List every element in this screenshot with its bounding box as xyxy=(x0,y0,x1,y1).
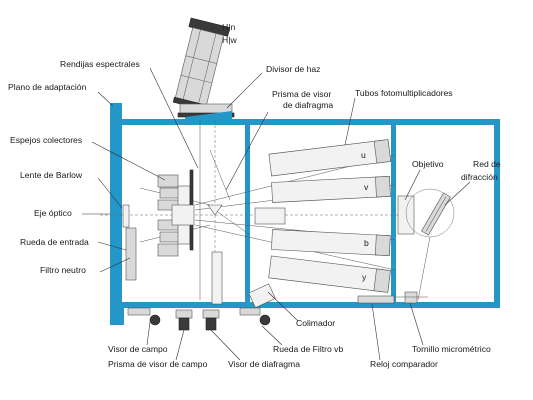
adaptation-plane-label: Plano de adaptación xyxy=(8,82,87,92)
collimator-label: Colimador xyxy=(296,318,335,328)
hbeta-wide-label: H|w xyxy=(222,35,237,45)
spectrograph-section xyxy=(357,188,455,304)
hbeta-narrow-label: H|n xyxy=(222,22,235,32)
left-mount-plate xyxy=(110,103,122,325)
field-viewer-label: Visor de campo xyxy=(108,344,168,354)
pmt-cap-y xyxy=(373,268,391,293)
entrance-wheel-label: Rueda de entrada xyxy=(20,237,89,247)
housing-bottom-wall xyxy=(121,302,500,308)
grating-arm xyxy=(417,236,431,301)
dial-gauge-label: Reloj comparador xyxy=(370,359,438,369)
housing-divider-1 xyxy=(245,119,250,308)
collector-mirror-6 xyxy=(157,243,179,257)
diaphragm-viewer-label: Visor de diafragma xyxy=(228,359,300,369)
entrance-optics xyxy=(122,149,231,305)
diaphragm-viewer-mount xyxy=(202,309,220,319)
field-prism-mount xyxy=(175,309,193,319)
pmt-cap-u xyxy=(373,139,392,164)
channel-label-b: b xyxy=(364,238,369,248)
pmt-tube-b xyxy=(271,229,391,256)
dial-gauge xyxy=(357,295,395,304)
channel-label-v: v xyxy=(364,182,369,192)
field-viewer-knob[interactable] xyxy=(149,314,161,326)
diaphragm-prism xyxy=(207,204,223,216)
micrometer-screw-body xyxy=(404,291,418,304)
collimator-lens xyxy=(254,207,286,225)
pmt-cap-v xyxy=(375,176,391,198)
pmt-tube-y xyxy=(268,255,391,293)
hbeta-tube xyxy=(172,17,235,121)
photomultiplier-tubes: u v b y xyxy=(254,139,392,293)
diaphragm-viewer-tube xyxy=(211,251,223,305)
beam-splitter-label: Divisor de haz xyxy=(266,64,320,74)
grating-label-2: difracción xyxy=(461,172,498,182)
slit-block xyxy=(171,204,195,226)
housing-foot xyxy=(110,308,124,325)
filter-wheel-label: Rueda de Filtro vb xyxy=(273,344,343,354)
pmt-tube-v xyxy=(271,176,391,203)
photomultipliers-label: Tubos fotomultiplicadores xyxy=(355,88,453,98)
channel-label-y: y xyxy=(362,272,367,282)
tube-body xyxy=(174,27,225,106)
instrument-housing xyxy=(110,103,500,325)
filter-wheel-knob[interactable] xyxy=(259,314,271,326)
pmt-cap-b xyxy=(374,234,391,256)
filter-wheel-base xyxy=(239,307,261,316)
field-viewer-eyepiece[interactable] xyxy=(178,317,190,331)
optical-axis-label: Eje óptico xyxy=(34,208,72,218)
entrance-wheel xyxy=(125,227,137,281)
diaphragm-viewer-eyepiece[interactable] xyxy=(205,317,217,331)
spectral-slits-label: Rendijas espectrales xyxy=(60,59,140,69)
beam-splitter-plate xyxy=(185,111,232,121)
neutral-filter-label: Filtro neutro xyxy=(40,265,86,275)
bottom-controls xyxy=(127,283,276,331)
barlow-lens-label: Lente de Barlow xyxy=(20,170,83,180)
diaphragm-prism-line xyxy=(209,149,231,201)
collimator-body xyxy=(248,283,276,309)
field-viewer-base xyxy=(127,307,151,316)
field-prism-label: Prisma de visor de campo xyxy=(108,359,208,369)
labels: H|n H|w Rendijas espectrales Divisor de … xyxy=(8,22,501,369)
channel-label-u: u xyxy=(361,150,366,160)
diaphragm-prism-label-2: de diafragma xyxy=(283,100,333,110)
housing-divider-2 xyxy=(391,119,396,308)
micrometer-screw-label: Tornillo micrométrico xyxy=(412,344,491,354)
objective-label: Objetivo xyxy=(412,159,444,169)
collector-mirrors-label: Espejos colectores xyxy=(10,135,82,145)
collector-mirror-1 xyxy=(157,174,179,188)
pmt-tube-u xyxy=(268,139,392,177)
barlow-lens xyxy=(122,204,130,228)
housing-top-wall xyxy=(121,119,500,125)
diaphragm-prism-label-1: Prisma de visor xyxy=(272,89,331,99)
leader-lines xyxy=(82,67,471,361)
grating-label-1: Red de xyxy=(473,159,501,169)
housing-right-wall xyxy=(494,119,500,308)
